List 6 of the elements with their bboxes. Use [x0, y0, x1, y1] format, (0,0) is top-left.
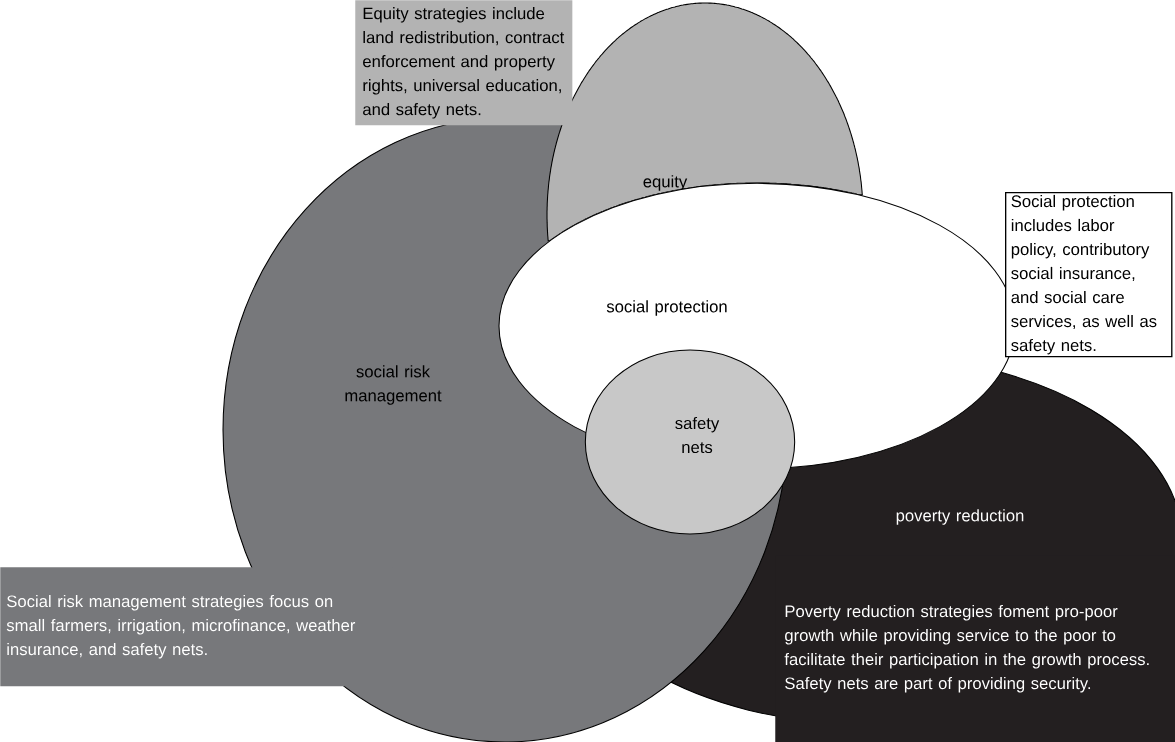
ellipse-region: safety nets	[584, 349, 796, 535]
text-box: Equity strategies include land redistribution, contract enforcement and property rights, universal education, and safety nets.	[355, 0, 573, 126]
text-box: Poverty reduction strategies foment pro-poor growth while providing service to the poor to facilitate their participation in the growth process. Safety nets are part of providing security.	[775, 555, 1175, 742]
text-box: Social protection includes labor policy, contributory social insurance, and social care services, as well as safety nets.	[1005, 192, 1173, 358]
text-box: Social risk management strategies focus on small farmers, irrigation, microfinance, weather insurance, and safety nets.	[0, 567, 393, 687]
node-label: poverty reduction	[896, 509, 1024, 525]
